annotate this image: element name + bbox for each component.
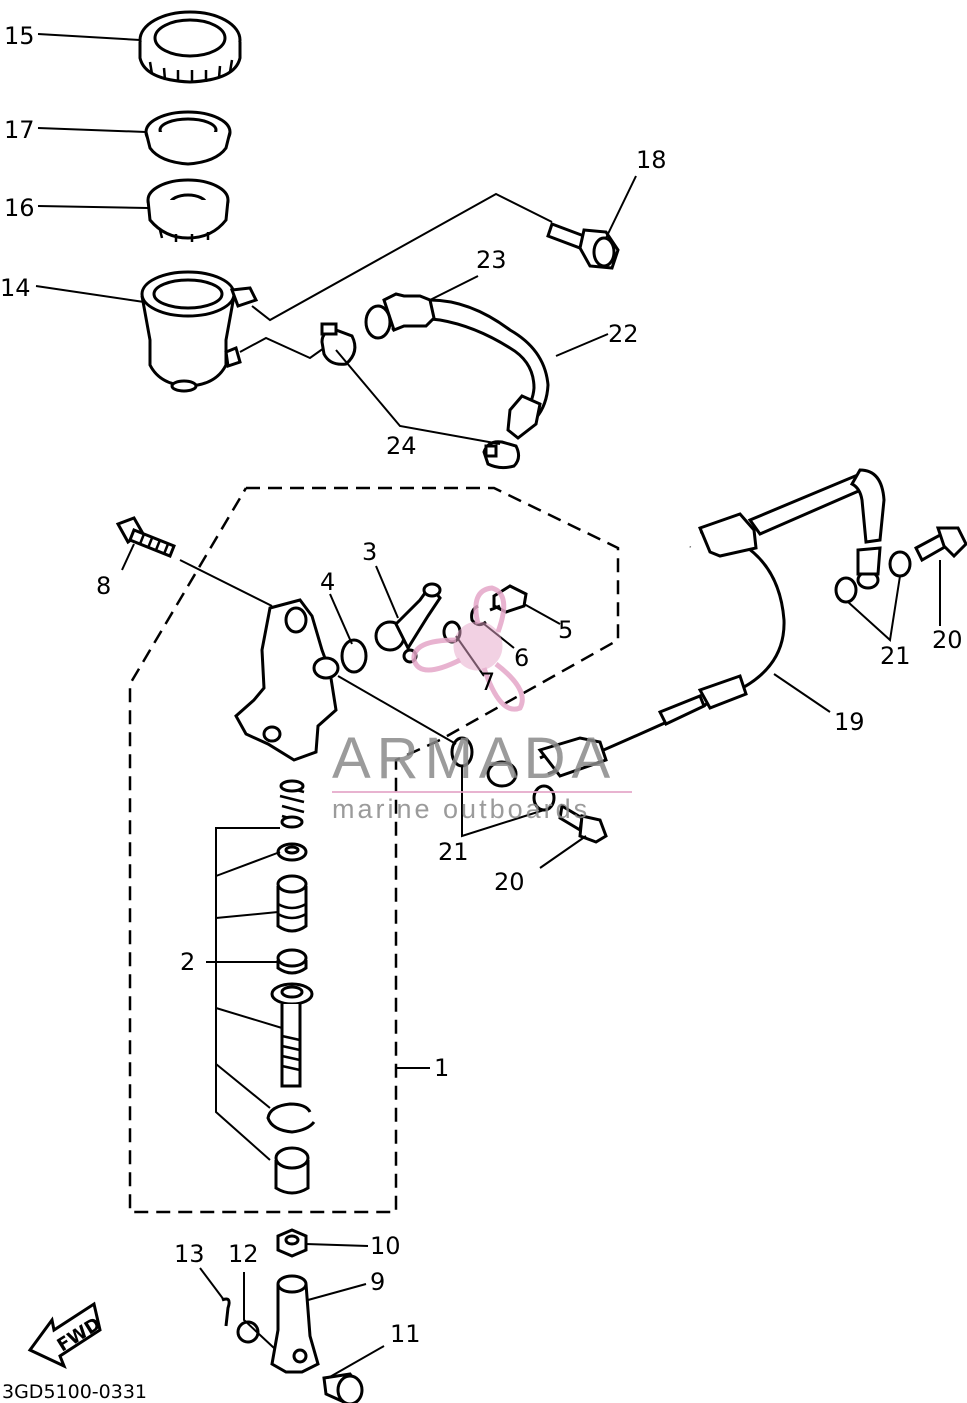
push-rod (270, 982, 314, 1088)
assembly-boundary (128, 486, 620, 1214)
leader-lines (35, 33, 941, 1379)
callout-21-left: 21 (438, 838, 469, 866)
callout-4: 4 (320, 568, 335, 596)
reservoir-bolt (546, 222, 620, 270)
callout-2: 2 (180, 948, 195, 976)
callout-8: 8 (96, 572, 111, 600)
callout-1: 1 (434, 1054, 449, 1082)
callout-21-right: 21 (880, 642, 911, 670)
callout-6: 6 (514, 644, 529, 672)
callout-22: 22 (608, 320, 639, 348)
diaphragm-plate (144, 110, 232, 166)
reservoir-hose (364, 292, 550, 440)
piston-spring (279, 779, 305, 829)
hose-clip (320, 322, 521, 470)
reservoir-tank (140, 270, 259, 393)
union-bolt (558, 803, 608, 844)
callout-24: 24 (386, 432, 417, 460)
callout-18: 18 (636, 146, 667, 174)
callout-12: 12 (228, 1240, 259, 1268)
callout-20-right: 20 (932, 626, 963, 654)
callout-10: 10 (370, 1232, 401, 1260)
piston-seal (276, 948, 308, 975)
callout-labels: 15 17 16 14 18 23 22 24 8 3 4 5 6 7 19 2… (0, 22, 963, 1348)
callout-14: 14 (0, 274, 31, 302)
brake-hose (486, 468, 886, 788)
piston (276, 874, 308, 933)
o-ring (340, 638, 368, 674)
watermark: ARMADA marine outboards (332, 585, 632, 824)
clevis (270, 1274, 320, 1374)
callout-17: 17 (4, 116, 35, 144)
callout-19: 19 (834, 708, 865, 736)
fwd-arrow: FWD (27, 1301, 105, 1369)
cotter-pin (221, 1297, 231, 1327)
callout-9: 9 (370, 1268, 385, 1296)
callout-16: 16 (4, 194, 35, 222)
diagram-code: 3GD5100-0331 (2, 1381, 147, 1403)
callout-23: 23 (476, 246, 507, 274)
circlip (266, 1102, 316, 1134)
clevis-pin (322, 1372, 364, 1403)
callout-5: 5 (558, 616, 573, 644)
hose-joint (374, 582, 442, 664)
callout-11: 11 (390, 1320, 421, 1348)
watermark-title: ARMADA (332, 726, 616, 791)
copper-washer (888, 550, 912, 578)
callout-15: 15 (4, 22, 35, 50)
union-bolt (914, 526, 967, 563)
piston-cup (276, 842, 308, 862)
callout-13: 13 (174, 1240, 205, 1268)
master-cylinder-body (234, 598, 340, 762)
watermark-subtitle: marine outboards (332, 794, 590, 824)
propeller-logo (411, 585, 525, 712)
clevis-nut (276, 1228, 308, 1258)
diaphragm (146, 178, 230, 242)
callout-20-left: 20 (494, 868, 525, 896)
dust-boot (274, 1146, 310, 1195)
callout-3: 3 (362, 538, 377, 566)
body-bolt (115, 516, 176, 558)
reservoir-cap (138, 10, 242, 84)
callout-7: 7 (480, 668, 495, 696)
copper-washer (834, 576, 858, 604)
